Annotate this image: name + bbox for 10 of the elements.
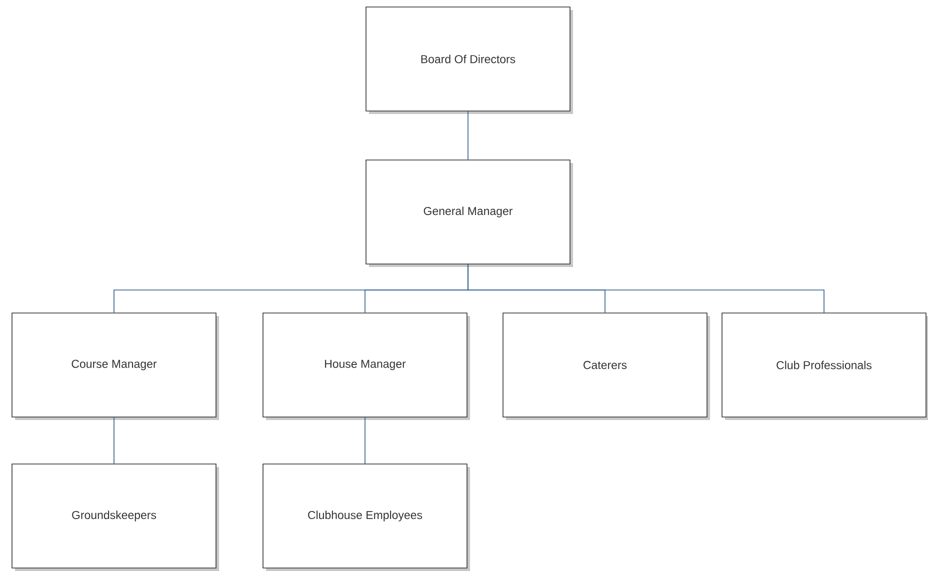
connector-line — [468, 264, 824, 313]
org-box: General Manager — [366, 160, 573, 267]
org-box: Groundskeepers — [12, 464, 219, 571]
org-box: Course Manager — [12, 312, 219, 420]
org-box: House Manager — [262, 312, 470, 420]
org-box: Club Professionals — [722, 312, 928, 420]
org-box: Board Of Directors — [366, 6, 573, 114]
connector-line — [364, 417, 366, 464]
org-box: Caterers — [502, 312, 710, 420]
org-box: Clubhouse Employees — [262, 464, 470, 571]
